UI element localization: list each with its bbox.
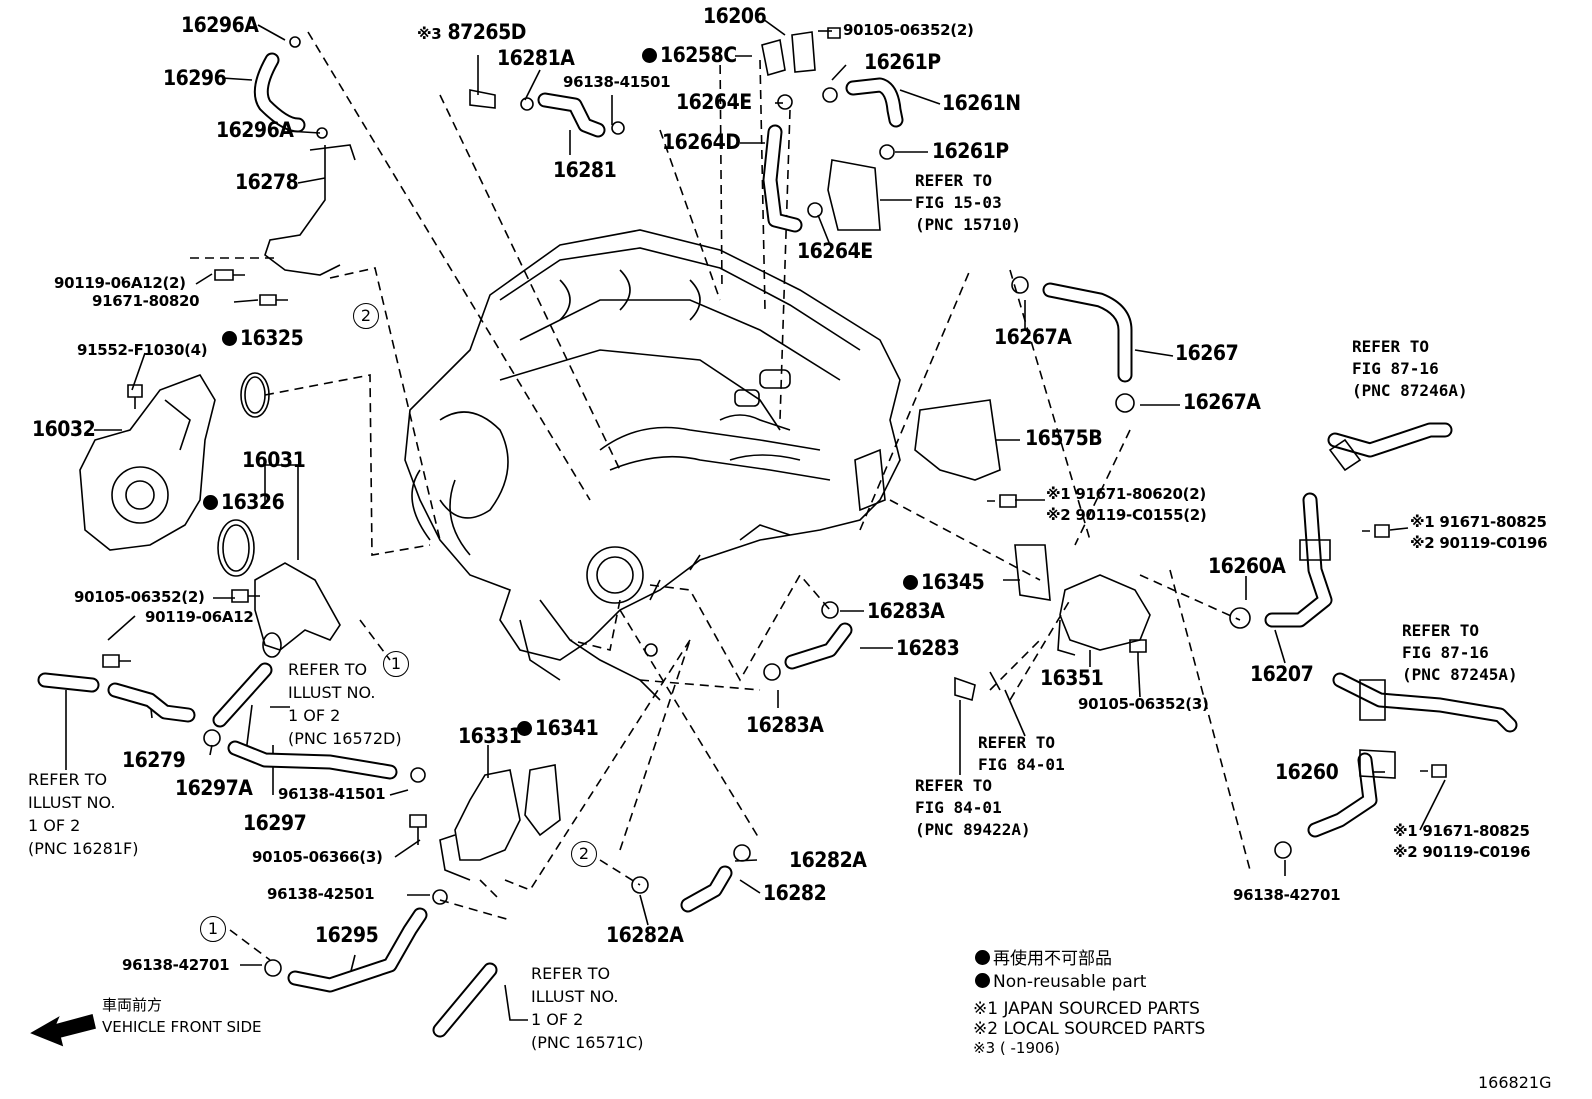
part-label-90105-06366: 90105-06366(3) [252,848,383,866]
part-label-90119-c0155: ※2 90119-C0155(2) [1046,506,1207,524]
non-reusable-dot-icon [903,575,918,590]
refer-fig-87-16-a: REFER TO FIG 87-16 (PNC 87246A) [1352,337,1468,400]
part-label-91552: 91552-F1030(4) [77,341,208,359]
part-label-16282a-b: 16282A [606,923,684,947]
part-label-16341: 16341 [517,718,599,739]
components [30,27,1447,1047]
legend-note2: ※2 LOCAL SOURCED PARTS [973,1019,1206,1039]
part-label-90119-06a12-2: 90119-06A12(2) [54,274,186,292]
refer-fig-84-01-a: REFER TO FIG 84-01 [978,733,1065,774]
part-label-16261p-a: 16261P [864,50,941,74]
refer-illust-16572d: REFER TO ILLUST NO. 1 OF 2 (PNC 16572D) [288,660,402,748]
leader-lines [190,31,1251,961]
part-label-16264e-a: 16264E [676,90,752,114]
part-label-96138-41501-a: 96138-41501 [278,785,386,803]
part-label-16260: 16260 [1275,760,1339,784]
part-label-91671-80825-a: ※1 91671-80825 [1410,513,1547,531]
non-reusable-dot-icon [975,950,990,965]
part-label-91671-80620: ※1 91671-80620(2) [1046,485,1206,503]
legend-note3: ※3 ( -1906) [973,1039,1060,1057]
part-label-96138-42701-a: 96138-42701 [122,956,230,974]
part-label-16351: 16351 [1040,666,1104,690]
part-label-16283: 16283 [896,636,960,660]
part-label-16331: 16331 [458,724,522,748]
part-label-16296: 16296 [163,66,227,90]
refer-illust-16281f: REFER TO ILLUST NO. 1 OF 2 (PNC 16281F) [28,770,139,858]
legend-jp: 再使用不可部品 [975,950,1112,968]
part-label-16031: 16031 [242,448,306,472]
part-label-16261n: 16261N [942,91,1021,115]
part-label-16297a: 16297A [175,776,253,800]
part-label-16264e-b: 16264E [797,239,873,263]
callout-circle-2: 2 [353,303,379,329]
part-label-16326: 16326 [203,492,285,513]
part-label-16325: 16325 [222,328,304,349]
refer-fig-87-16-b: REFER TO FIG 87-16 (PNC 87245A) [1402,621,1518,684]
part-label-16283a-b: 16283A [746,713,824,737]
part-label-90119-c0196-b: ※2 90119-C0196 [1393,843,1531,861]
front-side-jp: 車両前方 [102,996,163,1014]
refer-illust-16571c: REFER TO ILLUST NO. 1 OF 2 (PNC 16571C) [531,964,644,1052]
part-label-16345: 16345 [903,572,985,593]
engine-block [404,229,901,701]
part-label-90119-c0196-a: ※2 90119-C0196 [1410,534,1548,552]
non-reusable-dot-icon [203,495,218,510]
non-reusable-dot-icon [642,48,657,63]
non-reusable-dot-icon [517,721,532,736]
part-label-16260a: 16260A [1208,554,1286,578]
part-label-16282: 16282 [763,881,827,905]
non-reusable-dot-icon [975,973,990,988]
part-label-90119-06a12: 90119-06A12 [145,608,254,626]
diagram-id: 166821G [1478,1073,1552,1092]
part-label-16267a-b: 16267A [1183,390,1261,414]
part-label-16281: 16281 [553,158,617,182]
part-label-16258c: 16258C [642,45,737,66]
refer-fig-15-03: REFER TO FIG 15-03 (PNC 15710) [915,171,1021,234]
part-label-96138-41501-b: 96138-41501 [563,73,671,91]
part-label-16264d: 16264D [662,130,741,154]
legend-note1: ※1 JAPAN SOURCED PARTS [973,999,1200,1019]
part-label-16267: 16267 [1175,341,1239,365]
part-label-91671-80825-b: ※1 91671-80825 [1393,822,1530,840]
part-label-90105-top: 90105-06352(2) [843,21,974,39]
part-label-87265d: ※3 87265D [417,20,526,44]
callout-circle-1-b: 1 [200,916,226,942]
part-label-96138-42501: 96138-42501 [267,885,375,903]
callout-circle-1: 1 [383,651,409,677]
front-side-en: VEHICLE FRONT SIDE [102,1018,262,1036]
part-label-16206: 16206 [703,4,767,28]
part-label-16296a: 16296A [181,13,259,37]
part-label-91671-80820: 91671-80820 [92,292,200,310]
part-label-90105-06352-2: 90105-06352(2) [74,588,205,606]
non-reusable-dot-icon [222,331,237,346]
part-label-16261p-b: 16261P [932,139,1009,163]
part-label-90105-06352-3: 90105-06352(3) [1078,695,1209,713]
part-label-16282a-a: 16282A [789,848,867,872]
part-label-16295: 16295 [315,923,379,947]
solid-leaders [65,18,1446,1021]
callout-circle-2-b: 2 [571,841,597,867]
part-label-16267a-a: 16267A [994,325,1072,349]
part-label-16207: 16207 [1250,662,1314,686]
part-label-16278: 16278 [235,170,299,194]
part-label-16575b: 16575B [1025,426,1103,450]
part-label-16296a-b: 16296A [216,118,294,142]
hoses [37,52,1518,1038]
part-label-16281a: 16281A [497,46,575,70]
part-label-16279: 16279 [122,748,186,772]
part-label-96138-42701-b: 96138-42701 [1233,886,1341,904]
refer-fig-84-01-b: REFER TO FIG 84-01 (PNC 89422A) [915,776,1031,839]
part-label-16032: 16032 [32,417,96,441]
legend-en: Non-reusable part [975,973,1146,991]
part-label-16297: 16297 [243,811,307,835]
part-label-16283a-a: 16283A [867,599,945,623]
